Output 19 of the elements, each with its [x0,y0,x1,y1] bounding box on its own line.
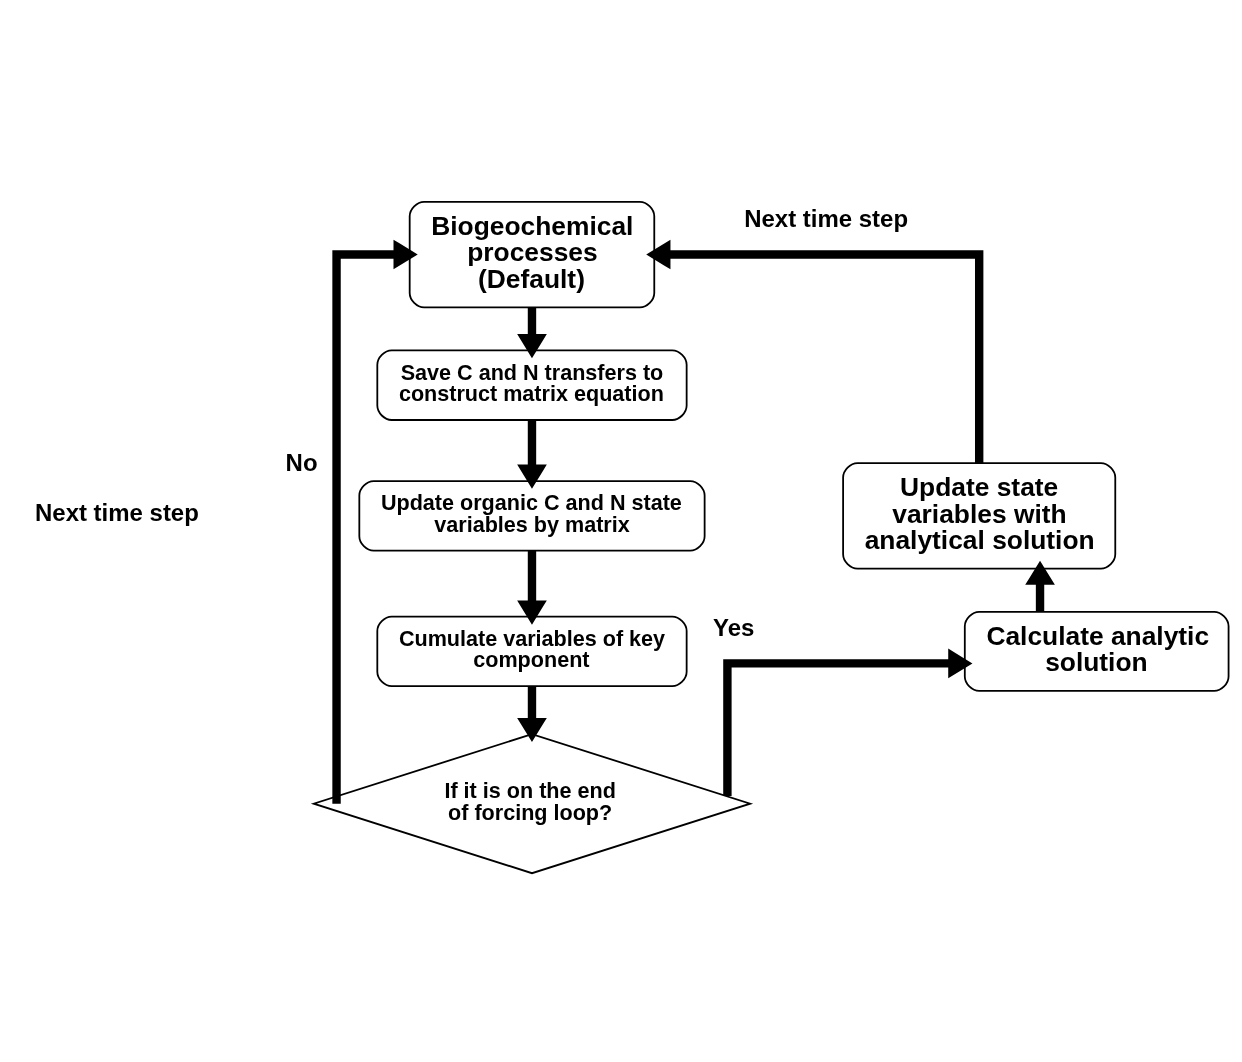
node-box: Update organic C and N state variables by matrix [358,479,706,552]
arrow [517,550,547,625]
edge-label: No [285,448,318,476]
node-box: Calculate analytic solution [963,610,1230,692]
arrow [723,648,973,796]
node-box: Cumulate variables of key component [376,615,688,687]
node-box: Biogeochemical processes (Default) [408,200,656,308]
edge-label: Next time step [744,204,909,232]
arrow [332,239,418,804]
arrow [646,239,984,463]
arrow [517,419,547,489]
arrow [1025,560,1055,612]
label: Next time step [35,498,199,526]
arrow [517,685,547,742]
node-box: Update state variables with analytical solution [842,461,1117,570]
node-box: Save C and N transfers to construct matrix equation [376,349,688,421]
arrow [517,306,547,358]
node-diamond: If it is on the end of forcing loop? [310,732,754,874]
edge-label: Yes [713,613,755,641]
